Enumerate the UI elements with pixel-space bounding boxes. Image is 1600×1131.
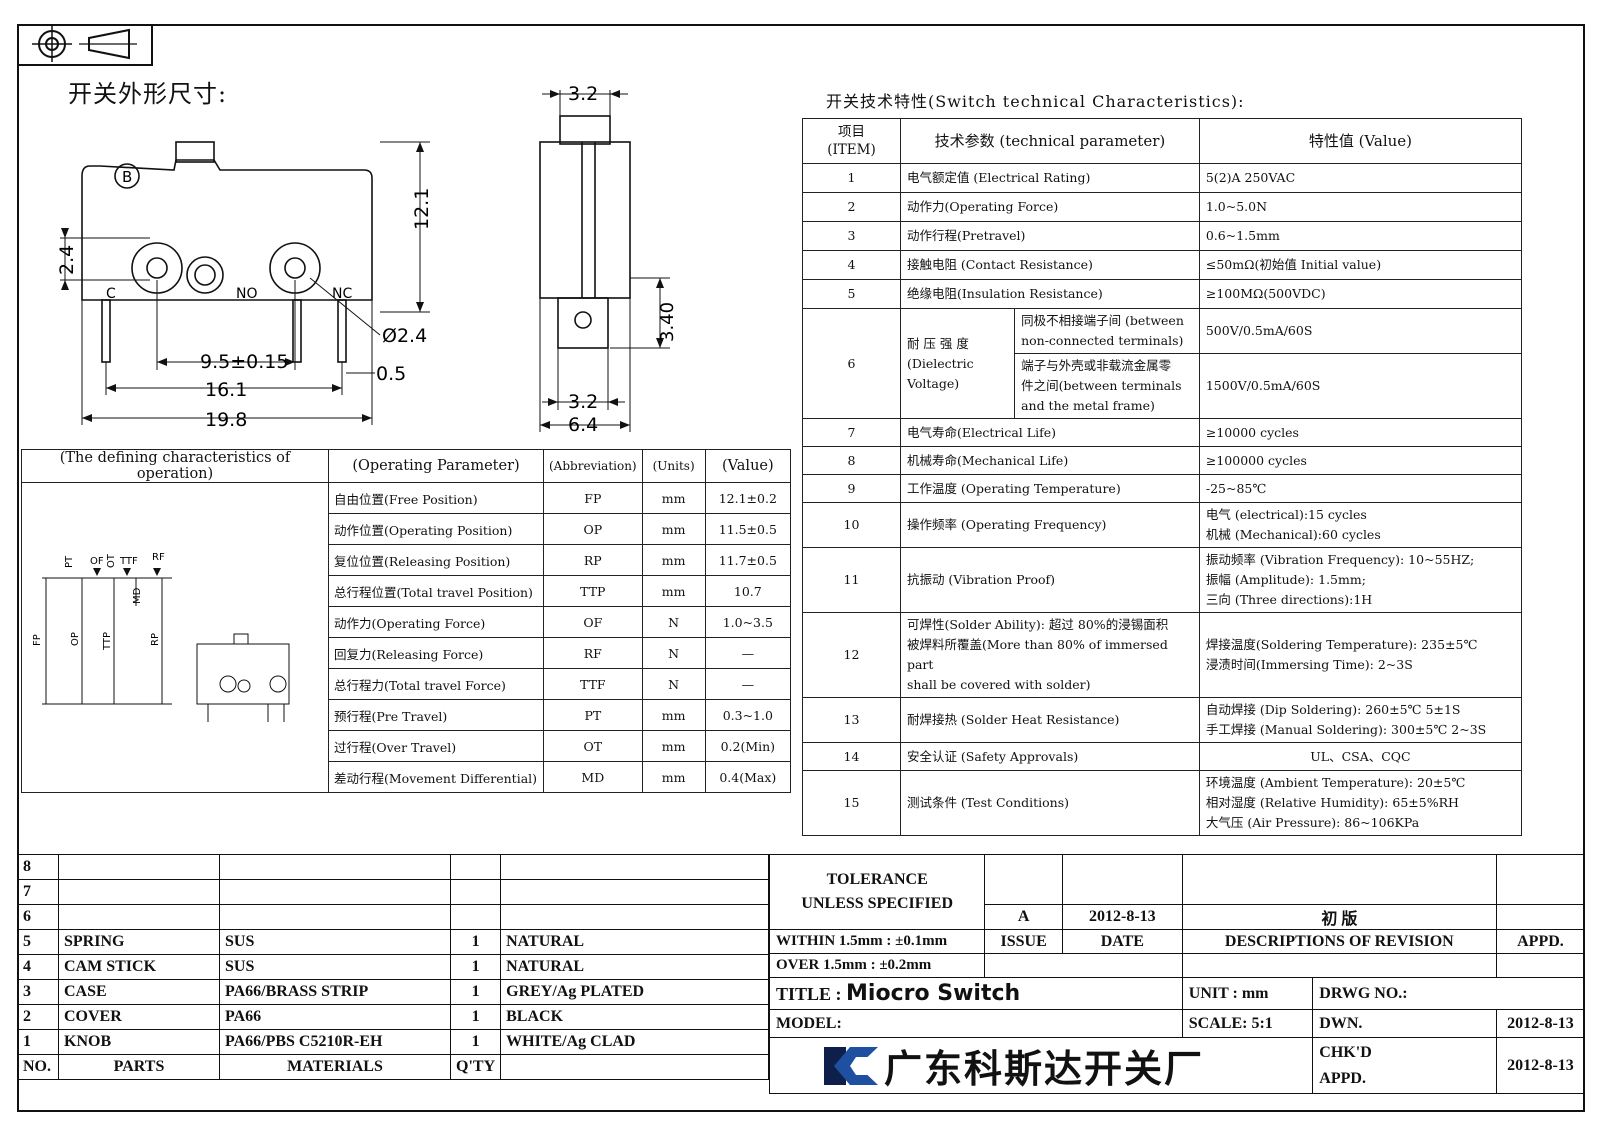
fig-ttp: TTP — [102, 632, 113, 651]
side-dim-top: 3.2 — [568, 83, 598, 105]
front-view-drawing: 12.1 2.4 C NO NC B Ø2.4 9.5±0.15 0.5 16.… — [56, 141, 433, 431]
table-row: PT OF OT TTF RF MD FP OP TTP RP 自由位置(Fre… — [21, 482, 792, 793]
fig-pt: PT — [64, 555, 75, 568]
operating-table: (The defining characteristics of operati… — [21, 449, 792, 793]
fig-op: OP — [70, 632, 81, 646]
title-cell: TITLE : Miocro Switch — [769, 977, 1183, 1010]
table-row: 6 — [17, 904, 769, 930]
fig-ot: OT — [106, 553, 117, 568]
drawing-frame — [17, 24, 1585, 1112]
dim-0-5: 0.5 — [376, 363, 406, 385]
op-header-value: (Value) — [704, 449, 792, 483]
fig-md: MD — [132, 587, 143, 604]
table-row: 7 — [17, 879, 769, 905]
dim-16-1: 16.1 — [205, 379, 247, 401]
projection-symbol — [17, 24, 153, 66]
op-header-param: (Operating Parameter) — [328, 449, 544, 483]
company-name: 广东科斯达开关厂 — [884, 1047, 1205, 1091]
dim-19-8: 19.8 — [205, 409, 247, 431]
side-dim-width: 6.4 — [568, 414, 598, 436]
dim-hole: Ø2.4 — [382, 325, 427, 347]
fig-ttf: TTF — [119, 556, 138, 567]
spec-header-item: 项目(ITEM) — [802, 118, 901, 164]
fig-rf: RF — [152, 552, 165, 563]
side-view-drawing: 3.2 3.40 3.2 6.4 — [539, 83, 678, 436]
table-row: 8 — [17, 854, 769, 880]
dim-12-1: 12.1 — [411, 188, 433, 230]
company-logo-cell: 广东科斯达开关厂 — [768, 1037, 1314, 1094]
fig-fp: FP — [32, 634, 43, 646]
side-dim-lug: 3.40 — [657, 302, 678, 342]
op-header-abbr: (Abbreviation) — [543, 449, 643, 483]
dim-2-4: 2.4 — [56, 245, 78, 275]
terminal-nc-label: NC — [332, 286, 352, 302]
dim-9-5: 9.5±0.15 — [200, 351, 288, 373]
outline-title: 开关外形尺寸: — [68, 80, 228, 108]
operation-diagram: PT OF OT TTF RF MD FP OP TTP RP — [21, 482, 329, 793]
company-logo-icon — [824, 1046, 878, 1085]
terminal-no-label: NO — [236, 286, 258, 302]
terminal-c-label: C — [106, 286, 116, 302]
spec-header-value: 特性值 (Value) — [1198, 118, 1523, 164]
op-header-defining: (The defining characteristics of operati… — [21, 449, 329, 483]
fig-of: OF — [90, 556, 104, 567]
screw-label: B — [122, 168, 132, 186]
tech-title: 开关技术特性(Switch technical Characteristics)… — [826, 92, 1245, 111]
op-header-units: (Units) — [641, 449, 706, 483]
spec-table: 项目(ITEM) 技术参数 (technical parameter) 特性值 … — [802, 118, 1523, 836]
spec-header-param: 技术参数 (technical parameter) — [899, 118, 1200, 164]
fig-rp: RP — [150, 633, 161, 646]
side-dim-bottom: 3.2 — [568, 391, 598, 413]
